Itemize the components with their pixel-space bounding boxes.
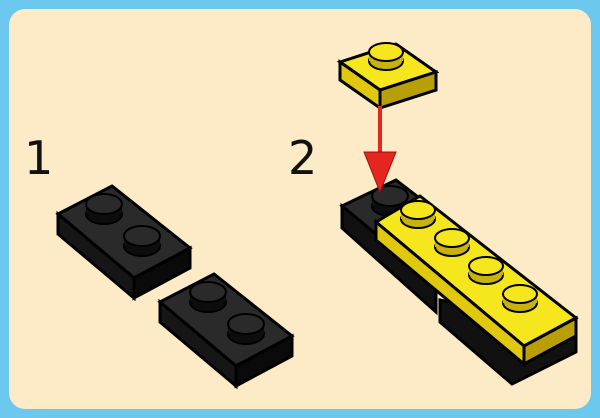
step-number-1: 1 (24, 135, 53, 181)
black-plate-1x2-icon (58, 186, 190, 298)
red-down-arrow-icon (364, 106, 396, 192)
step-number-2: 2 (288, 135, 317, 181)
black-plate-1x2-icon (160, 274, 292, 386)
yellow-plate-1x1-icon (340, 43, 436, 108)
